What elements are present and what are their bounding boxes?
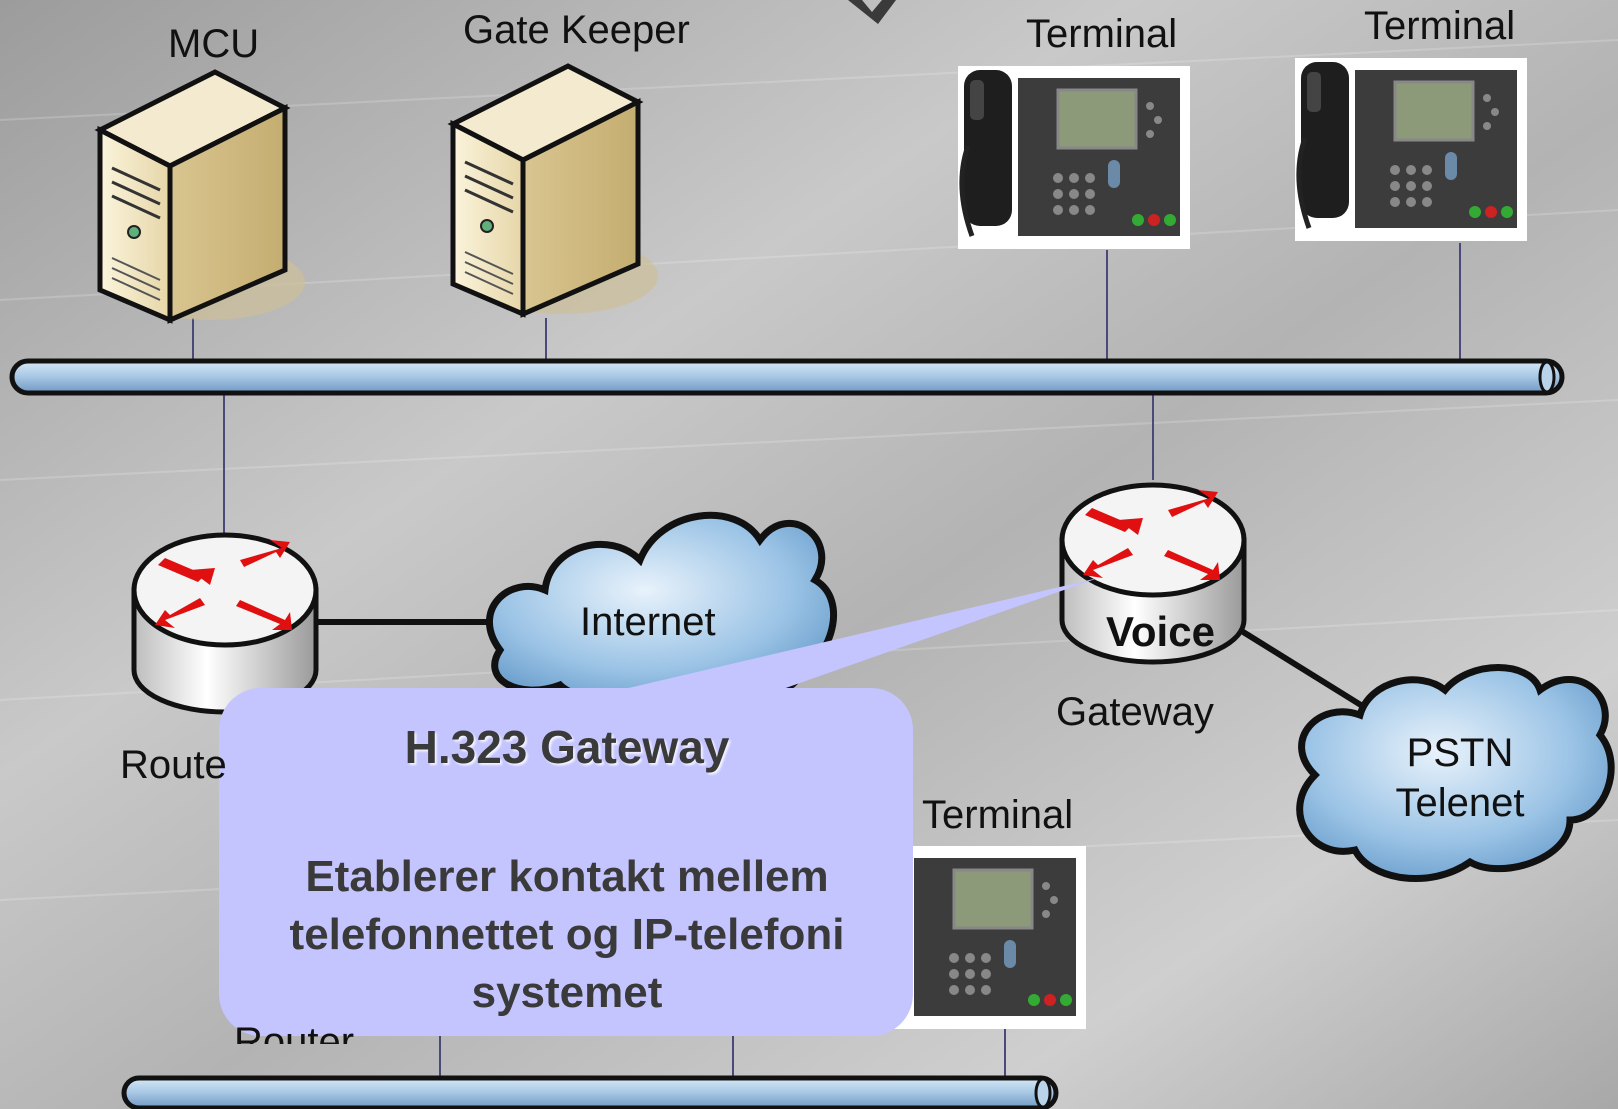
pstn-label: PSTN Telenet <box>1370 728 1550 828</box>
terminal-2-label: Terminal <box>1364 4 1516 48</box>
router-left-icon <box>131 532 319 715</box>
callout-title: H.323 Gateway <box>404 721 730 773</box>
voice-device-label: Voice <box>1106 608 1215 655</box>
callout-body-line2: telefonnettet og IP-telefoni <box>289 910 845 959</box>
pstn-label-line2: Telenet <box>1395 781 1525 825</box>
terminal-2-phone-icon <box>1295 58 1527 241</box>
voice-gateway-router-icon <box>1059 482 1247 665</box>
callout-body-line1: Etablerer kontakt mellem <box>305 852 829 901</box>
callout-body-line3: systemet <box>471 968 663 1017</box>
router-left-label: Route <box>120 743 227 787</box>
gatekeeper-label: Gate Keeper <box>463 8 690 52</box>
callout-body: Etablerer kontakt mellem telefonnettet o… <box>222 848 912 1022</box>
title-fragment <box>848 0 896 24</box>
mcu-label: MCU <box>168 22 260 66</box>
gateway-label: Gateway <box>1056 690 1214 734</box>
mcu-server-icon <box>94 69 305 324</box>
h323-gateway-callout <box>219 578 1098 1036</box>
pstn-cloud-icon <box>1296 664 1615 883</box>
gatekeeper-server-icon <box>447 63 658 318</box>
internet-label: Internet <box>580 600 716 644</box>
terminal-3-label: Terminal <box>922 793 1074 837</box>
bottom-network-bus <box>121 1075 1059 1109</box>
top-network-bus <box>9 358 1565 396</box>
terminal-1-label: Terminal <box>1026 12 1178 56</box>
connector-lines <box>192 243 1461 1078</box>
router-bottom-label: Router <box>234 1022 355 1044</box>
terminal-1-phone-icon <box>958 66 1190 249</box>
pstn-label-line1: PSTN <box>1406 731 1514 775</box>
